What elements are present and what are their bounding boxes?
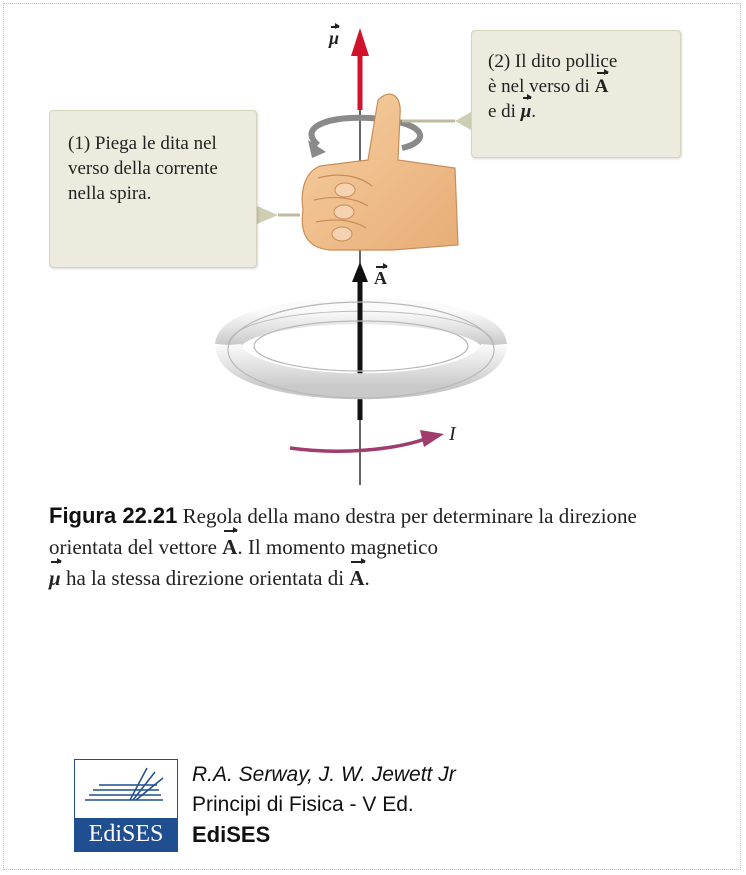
- callout-thumb-line1: (2) Il dito pollice: [488, 51, 618, 72]
- callout-left-pointer: [257, 206, 278, 224]
- caption-head: Figura 22.21: [49, 503, 178, 528]
- edises-logo-text: EdiSES: [75, 818, 177, 851]
- callout-thumb-line3-text: e di: [488, 101, 521, 122]
- current-label-text: I: [449, 423, 456, 445]
- callout-right-pointer: [455, 112, 471, 130]
- mu-vector-arrowhead: [351, 28, 369, 56]
- caption-part1: Regola della mano destra per determinare…: [49, 504, 637, 559]
- credit-publisher: EdiSES: [192, 822, 271, 847]
- book-credit: R.A. Serway, J. W. Jewett Jr Principi di…: [192, 760, 456, 850]
- curl-arrow: [308, 114, 423, 151]
- callout-thumb-direction: (2) Il dito pollice è nel verso di A e d…: [471, 30, 681, 158]
- callout-thumb-line2: è nel verso di A: [488, 69, 664, 99]
- caption-part2: . Il momento magnetico: [237, 535, 438, 559]
- callout-curl-fingers: (1) Piega le dita nel verso della corren…: [49, 110, 257, 268]
- credit-book-title: Principi di Fisica - V Ed.: [192, 793, 414, 816]
- callout-thumb-vec-mu: μ: [520, 94, 532, 122]
- current-loop-front: [215, 341, 507, 400]
- callout-thumb-line3: e di μ.: [488, 94, 664, 124]
- callout-thumb-line2-text: è nel verso di: [488, 76, 595, 97]
- page-border: [3, 3, 741, 870]
- right-hand-rule-figure: [215, 28, 507, 485]
- caption-part4: .: [364, 566, 370, 590]
- figure-caption: Figura 22.21 Regola della mano destra pe…: [49, 500, 689, 594]
- caption-vec-mu: μ: [49, 558, 62, 594]
- current-label: I: [449, 423, 456, 446]
- caption-vec-a-2: A: [349, 558, 366, 594]
- vector-a-arrowhead: [352, 262, 368, 282]
- right-hand: [301, 93, 459, 251]
- callout-thumb-vec-a: A: [594, 69, 610, 97]
- open-book-icon: [85, 767, 164, 801]
- mu-label-text: μ: [329, 23, 341, 48]
- a-label: A: [374, 263, 388, 289]
- callout-thumb-line3-end: .: [531, 101, 537, 122]
- current-arrow: [289, 436, 429, 453]
- callout-curl-fingers-text: (1) Piega le dita nel verso della corren…: [68, 133, 218, 204]
- mu-label: μ: [329, 23, 341, 49]
- edises-logo: EdiSES: [74, 759, 178, 852]
- credit-authors: R.A. Serway, J. W. Jewett Jr: [192, 763, 456, 786]
- a-label-text: A: [374, 263, 388, 288]
- caption-part3: ha la stessa direzione orientata di: [60, 566, 350, 590]
- current-arrowhead: [420, 430, 444, 447]
- caption-vec-a: A: [222, 527, 239, 563]
